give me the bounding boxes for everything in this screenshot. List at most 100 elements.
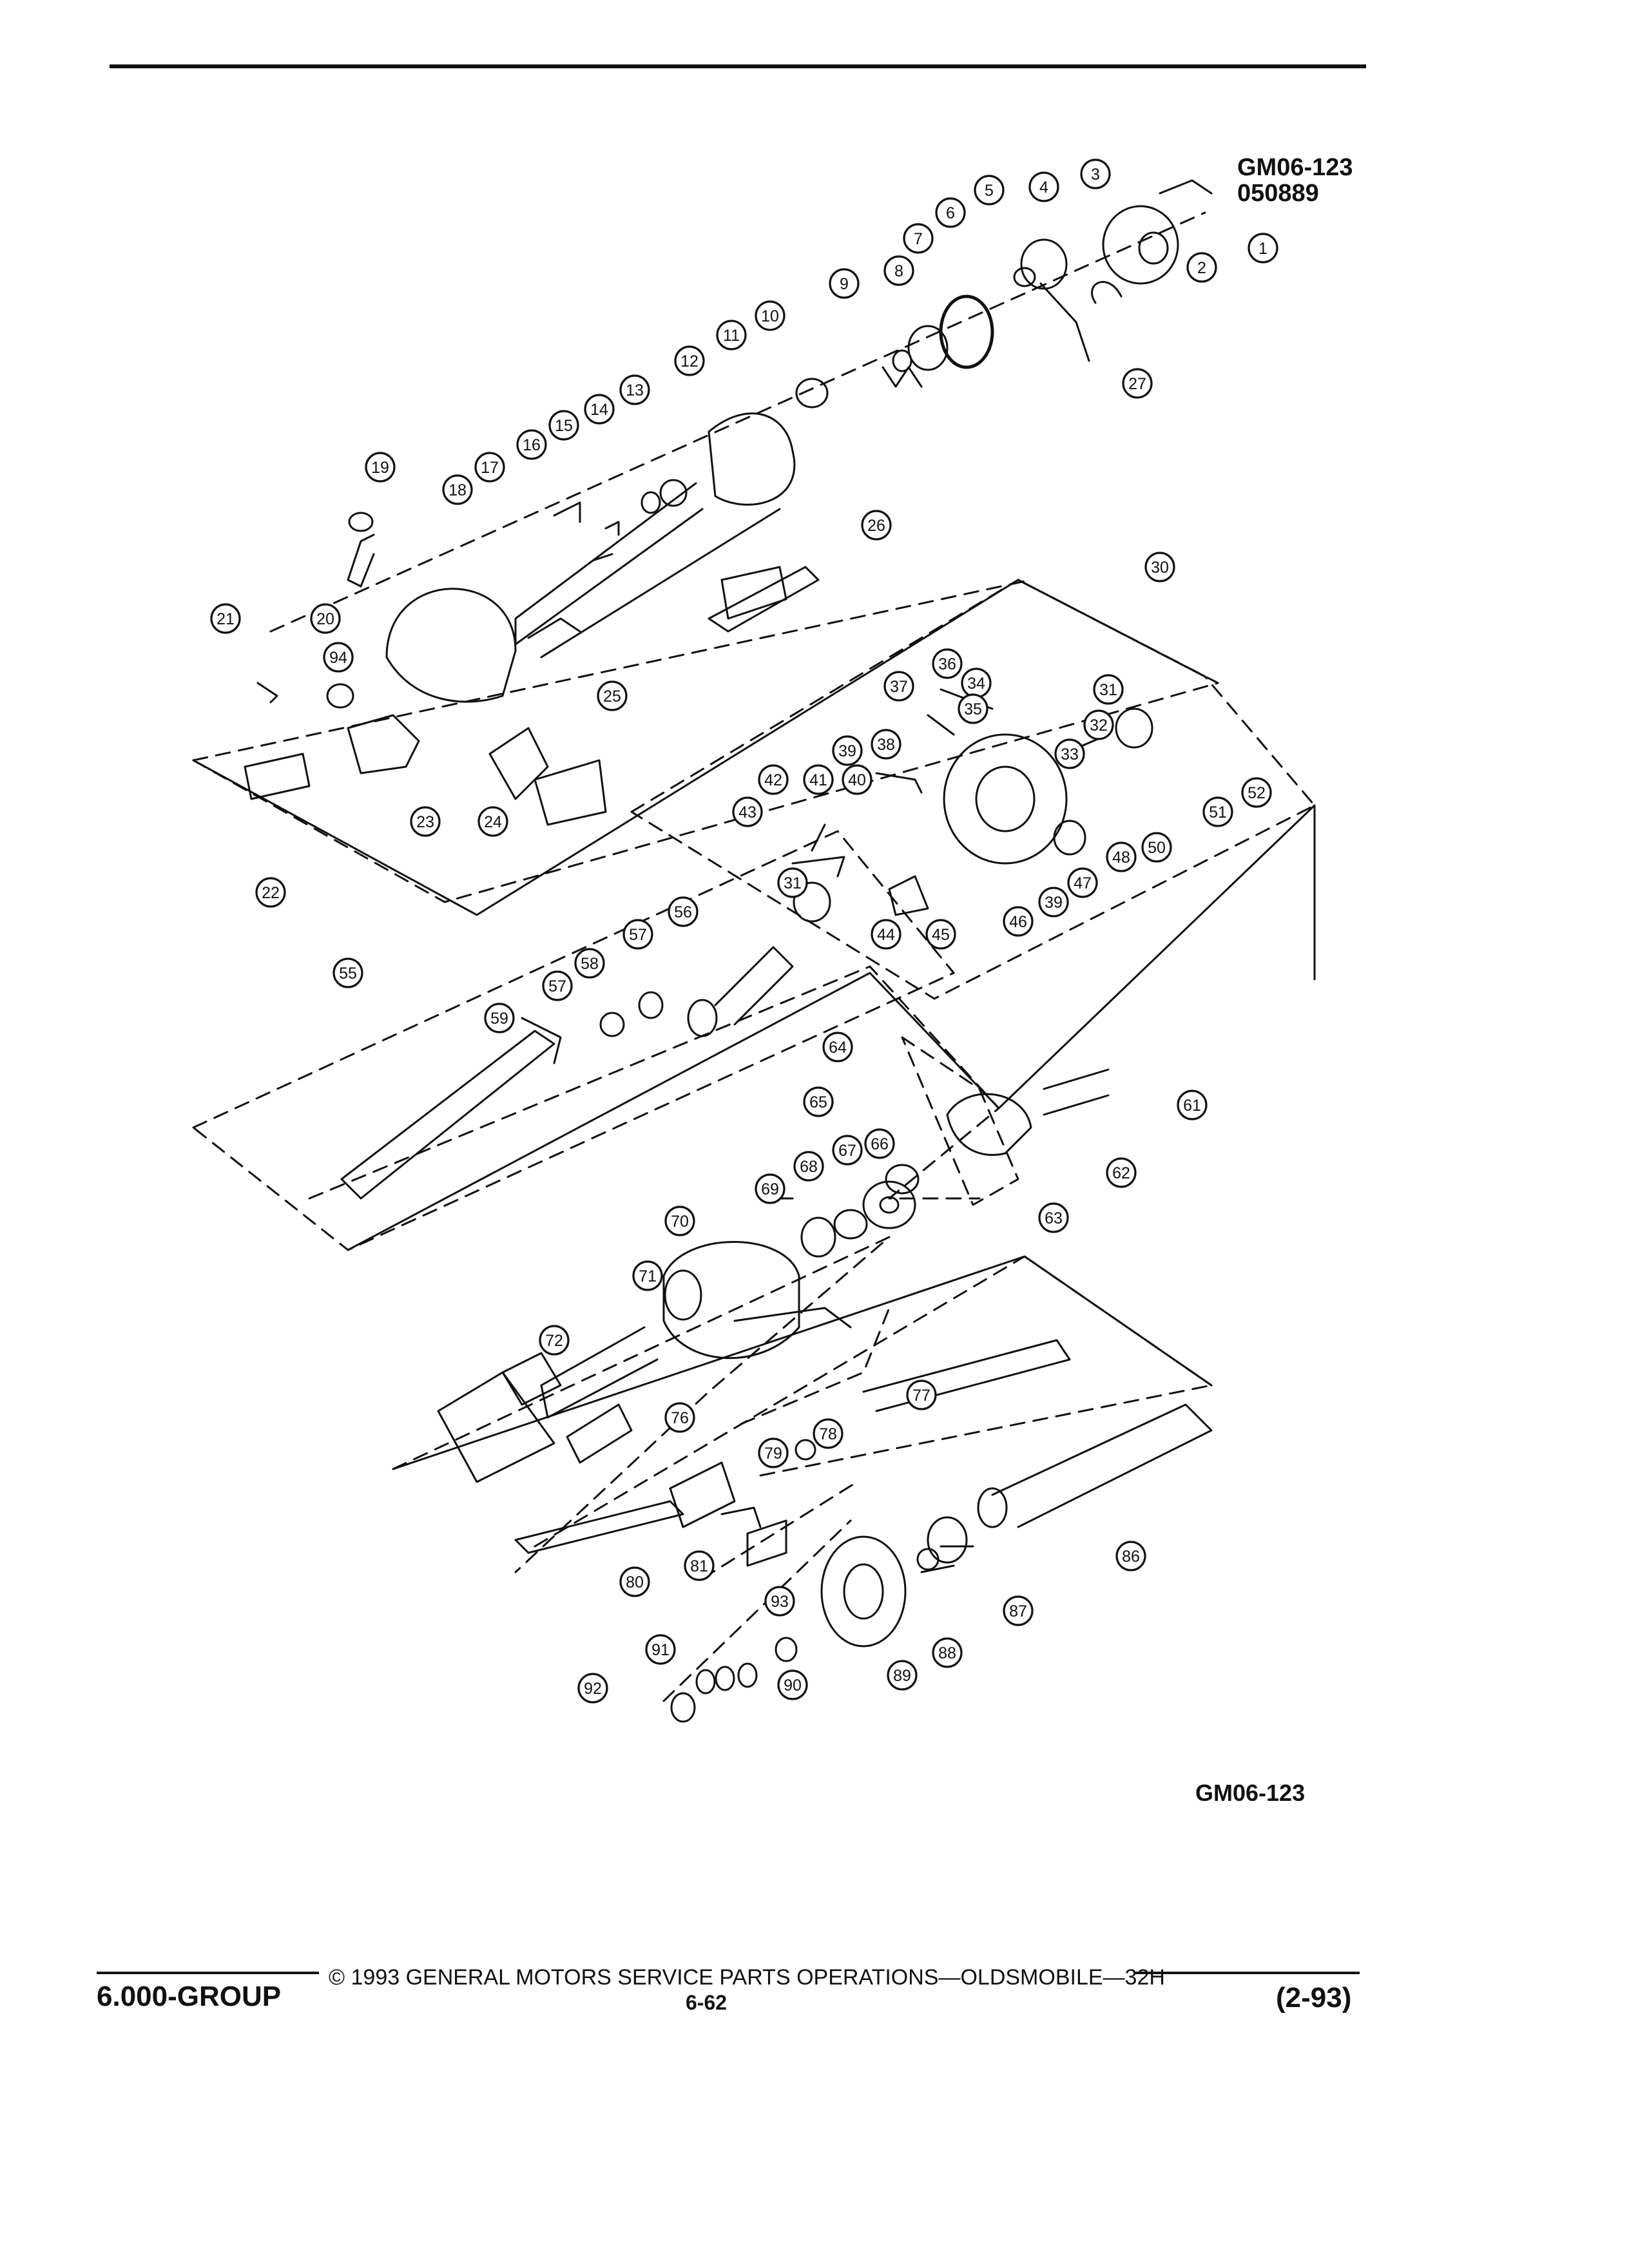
callout-44: 44 bbox=[871, 919, 901, 950]
callout-3: 3 bbox=[1080, 159, 1111, 189]
callout-56: 56 bbox=[668, 896, 699, 927]
callout-number: 55 bbox=[339, 965, 357, 983]
callout-57: 57 bbox=[622, 919, 653, 950]
figure-bottom-code: GM06-123 bbox=[1195, 1780, 1306, 1806]
callout-number: 94 bbox=[329, 649, 347, 667]
callout-circle bbox=[1186, 252, 1217, 283]
callout-number: 89 bbox=[893, 1667, 911, 1685]
callout-number: 27 bbox=[1128, 375, 1146, 393]
callout-number: 68 bbox=[800, 1158, 818, 1176]
callout-circle bbox=[1080, 159, 1111, 189]
callout-circle bbox=[410, 806, 441, 837]
callout-42: 42 bbox=[758, 764, 789, 795]
callout-79: 79 bbox=[758, 1437, 789, 1468]
callout-circle bbox=[1067, 867, 1098, 898]
callout-circle bbox=[1115, 1541, 1146, 1571]
callout-number: 32 bbox=[1090, 716, 1108, 735]
callout-circle bbox=[477, 806, 508, 837]
callout-number: 66 bbox=[871, 1135, 889, 1153]
callout-number: 22 bbox=[262, 884, 280, 902]
callout-number: 81 bbox=[690, 1557, 708, 1575]
callout-6: 6 bbox=[935, 197, 966, 228]
callout-circle bbox=[755, 300, 786, 331]
callout-25: 25 bbox=[597, 680, 628, 711]
callout-number: 78 bbox=[819, 1425, 837, 1443]
callout-50: 50 bbox=[1141, 832, 1172, 863]
callout-circle bbox=[645, 1634, 676, 1665]
callout-number: 56 bbox=[674, 903, 692, 921]
callout-circle bbox=[255, 877, 286, 908]
footer-revision-date: (2-93) bbox=[1276, 1982, 1352, 2013]
callout-51: 51 bbox=[1202, 796, 1233, 827]
callout-22: 22 bbox=[255, 877, 286, 908]
callout-91: 91 bbox=[645, 1634, 676, 1665]
footer-rule-right bbox=[1134, 1972, 1360, 1974]
callout-68: 68 bbox=[793, 1151, 824, 1182]
callout-number: 11 bbox=[723, 327, 740, 345]
callout-circle bbox=[574, 948, 605, 979]
callout-circle bbox=[597, 680, 628, 711]
callout-circle bbox=[925, 919, 956, 950]
callout-61: 61 bbox=[1177, 1090, 1208, 1120]
callout-76: 76 bbox=[664, 1402, 695, 1433]
callout-circle bbox=[803, 1086, 834, 1117]
callout-number: 86 bbox=[1122, 1548, 1140, 1566]
callout-17: 17 bbox=[474, 452, 505, 483]
callout-number: 1 bbox=[1258, 240, 1268, 258]
callout-number: 10 bbox=[761, 307, 779, 325]
callout-circle bbox=[1248, 233, 1278, 264]
callout-number: 72 bbox=[545, 1332, 563, 1350]
top-rule bbox=[110, 64, 1366, 68]
callout-94: 94 bbox=[323, 642, 354, 673]
callout-35: 35 bbox=[958, 693, 988, 724]
figure-date-code: 050889 bbox=[1237, 180, 1319, 207]
callout-24: 24 bbox=[477, 806, 508, 837]
callout-circle bbox=[210, 603, 241, 634]
callout-number: 35 bbox=[964, 700, 982, 718]
callout-circle bbox=[732, 796, 763, 827]
callout-number: 48 bbox=[1112, 849, 1130, 867]
callout-number: 18 bbox=[448, 481, 467, 499]
callout-circle bbox=[832, 735, 863, 766]
callout-circle bbox=[822, 1032, 853, 1062]
callout-46: 46 bbox=[1003, 906, 1034, 937]
callout-circle bbox=[777, 1669, 808, 1700]
group-boundary-lines bbox=[192, 579, 1316, 1470]
callout-47: 47 bbox=[1067, 867, 1098, 898]
callout-circle bbox=[684, 1550, 715, 1581]
callout-circle bbox=[932, 1637, 963, 1668]
figure-code: GM06-123 bbox=[1237, 154, 1353, 181]
callout-number: 19 bbox=[371, 459, 389, 477]
callout-59: 59 bbox=[484, 1003, 515, 1033]
callout-number: 93 bbox=[771, 1593, 789, 1611]
callout-58: 58 bbox=[574, 948, 605, 979]
callout-circle bbox=[829, 268, 860, 299]
callout-11: 11 bbox=[716, 320, 747, 351]
callout-circle bbox=[793, 1151, 824, 1182]
callout-circle bbox=[813, 1418, 843, 1449]
callout-circle bbox=[474, 452, 505, 483]
callout-48: 48 bbox=[1106, 841, 1137, 872]
callout-circle bbox=[1038, 1202, 1069, 1233]
callout-number: 42 bbox=[764, 771, 782, 789]
callout-number: 24 bbox=[484, 813, 502, 831]
callout-20: 20 bbox=[310, 603, 341, 634]
callout-circle bbox=[674, 345, 705, 376]
callout-number: 71 bbox=[639, 1267, 657, 1285]
callout-number: 92 bbox=[584, 1680, 602, 1698]
callout-number: 64 bbox=[829, 1039, 847, 1057]
callout-number: 36 bbox=[938, 655, 956, 673]
callout-circle bbox=[1106, 841, 1137, 872]
callout-circle bbox=[1028, 171, 1059, 202]
callout-circle bbox=[1093, 674, 1124, 705]
callout-89: 89 bbox=[887, 1660, 918, 1691]
callout-number: 14 bbox=[590, 401, 608, 419]
callout-12: 12 bbox=[674, 345, 705, 376]
callout-circle bbox=[903, 223, 934, 254]
callout-number: 31 bbox=[784, 874, 802, 892]
callout-number: 61 bbox=[1183, 1097, 1201, 1115]
callout-circle bbox=[622, 919, 653, 950]
callout-21: 21 bbox=[210, 603, 241, 634]
callout-31: 31 bbox=[777, 867, 808, 898]
callout-number: 43 bbox=[738, 803, 757, 822]
